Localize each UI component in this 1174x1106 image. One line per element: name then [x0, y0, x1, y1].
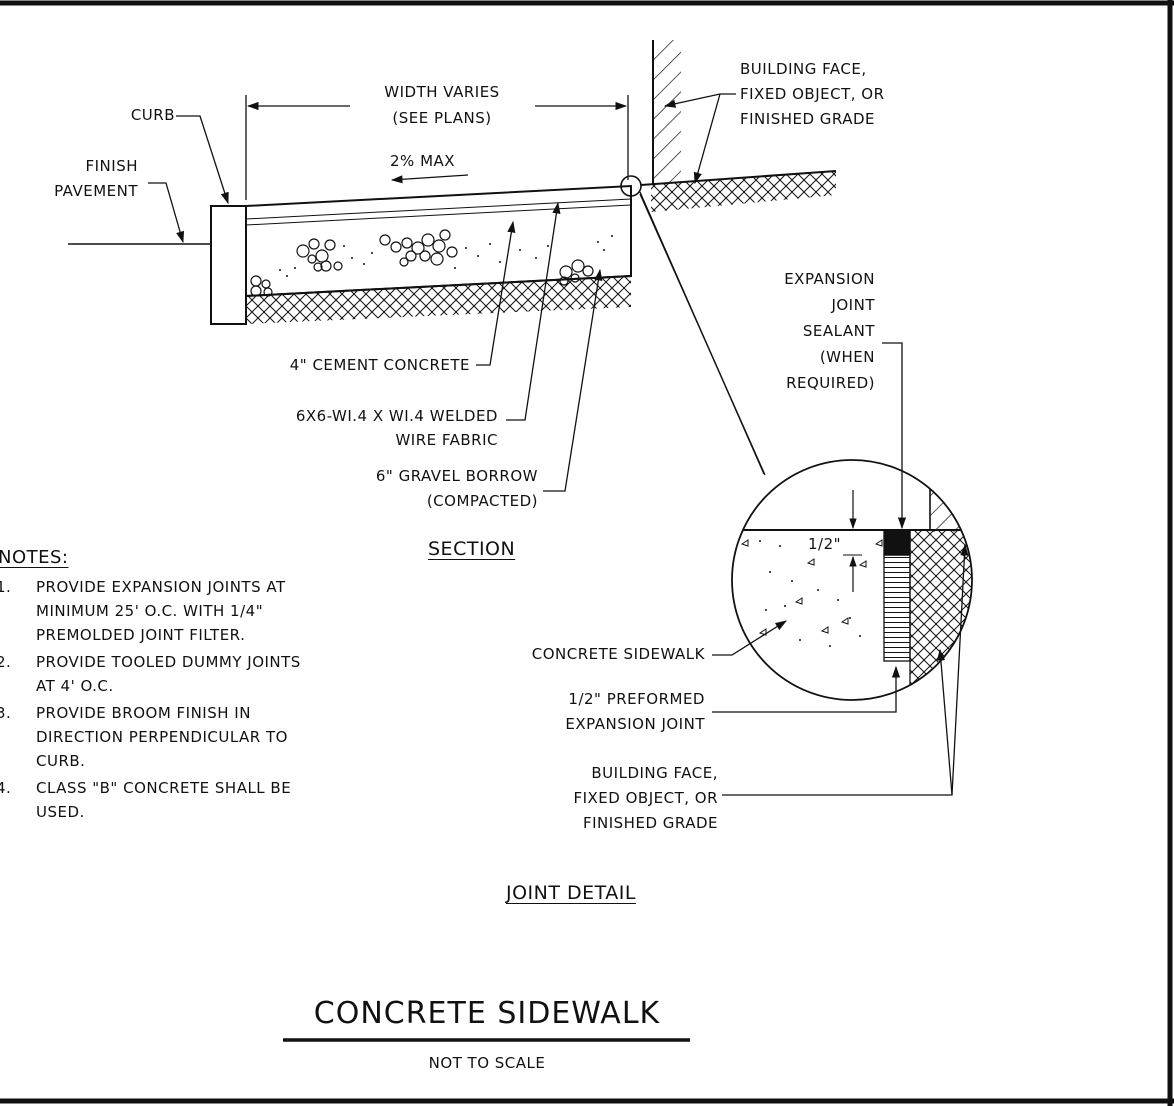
- wwf-label-2: WIRE FABRIC: [395, 431, 498, 449]
- note-line: CLASS "B" CONCRETE SHALL BE: [36, 779, 292, 797]
- building-face-label-3: FINISHED GRADE: [740, 110, 876, 128]
- note-number: 2.: [0, 653, 12, 671]
- finish-leader: [148, 182, 185, 244]
- aggregate-sand: [279, 235, 613, 277]
- detail-earth-hatch: [910, 530, 972, 700]
- detail-bf-label-1: BUILDING FACE,: [591, 764, 718, 782]
- sealant-leader: [882, 342, 907, 530]
- sealant-label-1: EXPANSION: [784, 270, 875, 288]
- finish-label-2: PAVEMENT: [54, 182, 138, 200]
- building-face-label-1: BUILDING FACE,: [740, 60, 867, 78]
- gravel-label-2: (COMPACTED): [426, 492, 538, 510]
- detail-concrete-specks: [740, 539, 883, 636]
- curb-block: [210, 205, 247, 325]
- sealant-label-3: SEALANT: [802, 322, 875, 340]
- note-line: PROVIDE BROOM FINISH IN: [36, 704, 251, 722]
- note-line: PROVIDE TOOLED DUMMY JOINTS: [36, 653, 301, 671]
- sealant-label-2: JOINT: [831, 296, 875, 314]
- gravel-borrow-hatch: [246, 276, 631, 324]
- joint-detail-circle: [731, 459, 973, 701]
- concrete-leader: [476, 220, 516, 366]
- finish-label-1: FINISH: [85, 157, 138, 175]
- note-line: MINIMUM 25' O.C. WITH 1/4": [36, 602, 264, 620]
- concrete-sidewalk-label: CONCRETE SIDEWALK: [531, 645, 705, 663]
- aggregate-pebbles: [250, 229, 594, 297]
- section-view: [68, 40, 837, 536]
- note-line: DIRECTION PERPENDICULAR TO: [36, 728, 288, 746]
- wire-fabric-line: [245, 198, 632, 220]
- section-title: SECTION: [428, 538, 516, 560]
- preformed-label-2: EXPANSION JOINT: [565, 715, 705, 733]
- curb-leader: [176, 115, 229, 205]
- wwf-leader: [506, 201, 561, 421]
- notes-title: NOTES:: [0, 547, 69, 568]
- joint-sealant: [883, 529, 911, 556]
- slope-label: 2% MAX: [390, 152, 456, 170]
- note-line: PROVIDE EXPANSION JOINTS AT: [36, 578, 286, 596]
- see-plans-label: (SEE PLANS): [392, 109, 492, 127]
- sidewalk-leader: [712, 620, 787, 656]
- detail-building-hatch: [930, 460, 972, 532]
- note-number: 1.: [0, 578, 12, 596]
- sealant-label-5: REQUIRED): [786, 374, 875, 392]
- note-line: PREMOLDED JOINT FILTER.: [36, 626, 246, 644]
- section-to-detail-leader: [639, 193, 766, 476]
- preformed-joint-strip: [883, 554, 911, 662]
- wwf-label-1: 6X6-WI.4 X WI.4 WELDED: [295, 407, 498, 425]
- ground-hatch: [651, 171, 836, 212]
- half-inch-label: 1/2": [808, 535, 842, 553]
- joint-detail-title: JOINT DETAIL: [506, 882, 636, 904]
- detail-bf-label-2: FIXED OBJECT, OR: [573, 789, 718, 807]
- preformed-label-1: 1/2" PREFORMED: [568, 690, 705, 708]
- building-face-hatch: [653, 40, 681, 185]
- note-line: CURB.: [36, 752, 86, 770]
- ground-line: [640, 170, 837, 186]
- building-face-label-2: FIXED OBJECT, OR: [740, 85, 885, 103]
- gravel-label-1: 6" GRAVEL BORROW: [375, 467, 538, 485]
- drawing-title: CONCRETE SIDEWALK: [313, 996, 661, 1031]
- note-number: 4.: [0, 779, 12, 797]
- curb-label: CURB: [130, 106, 175, 124]
- detail-leader-bottom: [637, 196, 737, 536]
- detail-bf-label-3: FINISHED GRADE: [582, 814, 718, 832]
- note-line: USED.: [36, 803, 85, 821]
- gravel-leader: [543, 268, 603, 492]
- detail-callout-circle: [620, 175, 642, 197]
- concrete-label: 4" CEMENT CONCRETE: [289, 356, 470, 374]
- slope-arrow: [390, 174, 469, 184]
- width-varies-label: WIDTH VARIES: [384, 83, 500, 101]
- note-line: AT 4' O.C.: [36, 677, 114, 695]
- joint-detail-view: [712, 342, 973, 796]
- preformed-leader: [712, 665, 901, 713]
- scale-note: NOT TO SCALE: [428, 1054, 546, 1072]
- note-number: 3.: [0, 704, 12, 722]
- sealant-label-4: (WHEN: [819, 348, 875, 366]
